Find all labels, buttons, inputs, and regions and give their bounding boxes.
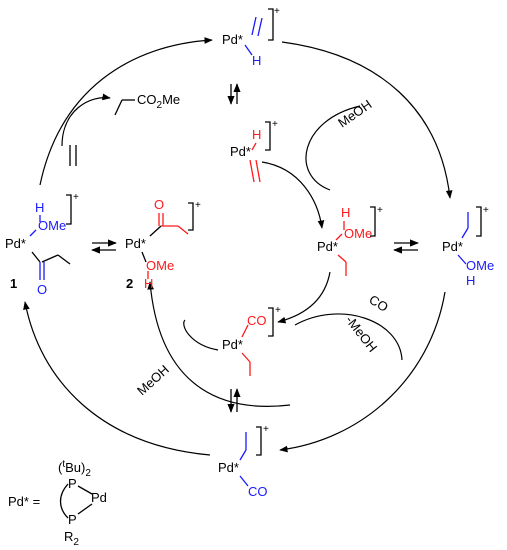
arc-co-insertion	[294, 313, 403, 361]
arc-top-to-right	[281, 41, 453, 199]
svg-text:+: +	[483, 205, 489, 216]
complex-ethyl-methanol: Pd* H OMe +	[317, 205, 383, 276]
complex-top-hydride-ethylene: Pd* H +	[222, 6, 280, 68]
carbonyl-o-label: O	[37, 282, 47, 297]
arc-ethylene-release	[61, 93, 111, 147]
hydride-label: H	[252, 127, 261, 142]
methanol-ome-label: OMe	[344, 226, 372, 241]
methanol-h-label: H	[341, 205, 350, 220]
byproduct-neg-meoh: -MeOH	[343, 313, 381, 355]
pd-label: Pd*	[230, 144, 251, 159]
tbu-label: (tBu)2	[58, 459, 91, 479]
carbonyl-o-label: O	[154, 197, 164, 212]
methanol-h-label: H	[35, 200, 44, 215]
methanol-ome-label: OMe	[466, 258, 494, 273]
arc-to-acyl-complex	[277, 271, 331, 324]
svg-text:+: +	[275, 305, 281, 316]
pd-label: Pd*	[218, 460, 239, 475]
ethylene-left	[69, 145, 77, 166]
svg-text:+: +	[274, 6, 280, 17]
methanol-ome-label: OMe	[38, 218, 66, 233]
hydride-label: H	[252, 53, 261, 68]
svg-text:CO2Me: CO2Me	[137, 92, 180, 111]
reagent-meoh-bottom: MeOH	[134, 362, 172, 398]
pd-label: Pd*	[5, 236, 26, 251]
phosphorus-bottom: P	[68, 512, 77, 527]
reagent-co: CO	[366, 292, 390, 315]
pd-label: Pd*	[442, 239, 463, 254]
svg-text:+: +	[195, 200, 201, 211]
arc-bottom-to-1	[23, 301, 211, 456]
arc-hydride-to-methanol-complex	[261, 161, 325, 229]
product-methyl-propanoate: CO2Me	[114, 92, 180, 116]
arc-meoh-right	[305, 105, 361, 191]
pd-definition-label: Pd* =	[8, 494, 40, 509]
carbonyl-co-label: CO	[248, 484, 268, 499]
arc-right-to-bottom	[279, 291, 446, 453]
pd-label: Pd*	[222, 337, 243, 352]
complex-2: O Pd* OMe H + 2	[125, 197, 201, 291]
phosphorus-top: P	[68, 476, 77, 491]
reagent-meoh-top: MeOH	[335, 97, 374, 131]
svg-text:+: +	[263, 424, 269, 435]
pd-label: Pd*	[222, 32, 243, 47]
methanol-h-label: H	[144, 276, 153, 291]
methanol-ome-label: OMe	[146, 258, 174, 273]
svg-text:+: +	[73, 192, 79, 203]
compound-number: 1	[10, 276, 17, 291]
pd-star-definition: Pd* = (tBu)2 P Pd P R2	[8, 459, 107, 548]
arc-co-to-2	[147, 281, 291, 407]
complex-ethyl-methanol-blue: Pd* OMe H +	[442, 205, 494, 288]
carbonyl-co-label: CO	[247, 313, 267, 328]
r2-label: R2	[64, 529, 79, 548]
complex-ethyl-carbonyl: Pd* CO +	[222, 305, 281, 376]
arc-meoh-left	[183, 319, 219, 351]
arc-1-to-top	[39, 37, 213, 186]
pd-label: Pd*	[317, 239, 338, 254]
complex-1: H OMe Pd* O + 1	[5, 192, 79, 297]
pd-atom: Pd	[91, 490, 107, 505]
complex-bottom-ethyl-co: Pd* CO +	[218, 424, 269, 499]
svg-text:+: +	[377, 205, 383, 216]
pd-label: Pd*	[125, 236, 146, 251]
complex-hydride-ethylene-red: Pd* H +	[230, 119, 278, 183]
compound-number: 2	[126, 276, 133, 291]
methanol-h-label: H	[466, 273, 475, 288]
svg-text:+: +	[272, 119, 278, 130]
